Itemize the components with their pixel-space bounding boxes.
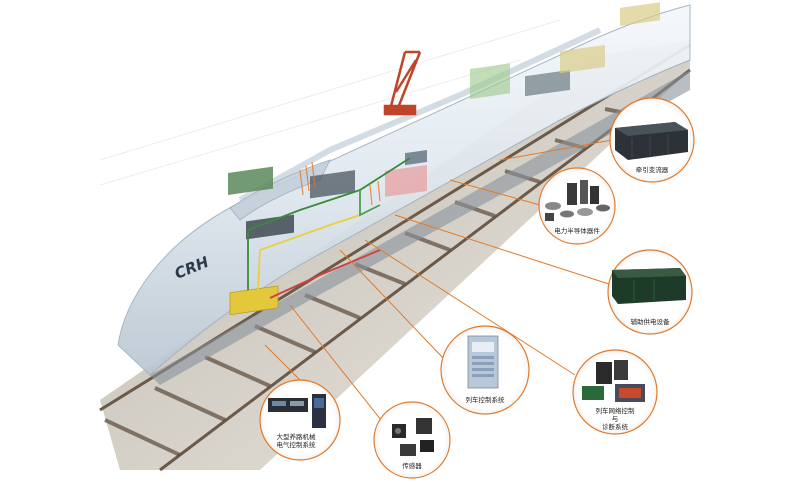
maintenance-machinery-image [268,394,326,428]
wiring [247,157,411,299]
label-maintenance-line-1: 大型养路机械 [276,433,316,441]
label-train-control: 列车控制系统 [465,396,505,404]
callout-line-network-control [364,239,576,376]
background-lines [99,19,561,186]
sensor-image [392,418,434,456]
label-network-control-line-1: 列车网络控制 [595,407,635,415]
pantograph [383,50,422,116]
train-underframe [150,70,690,385]
label-traction-converter: 牵引变流器 [635,166,669,174]
label-network-control-line-3: 诊断系统 [602,423,628,431]
internal-equipment [228,2,660,316]
power-semiconductor-image [545,180,610,221]
callout-line-traction-converter [499,139,613,161]
callout-line-sensor [289,304,386,426]
ballast-bed [100,40,690,470]
label-sensor: 传感器 [402,462,422,470]
label-maintenance-line-2: 电气控制系统 [276,441,316,449]
train-control-image [467,335,499,389]
callout-line-auxiliary-power [394,214,613,286]
network-control-image [582,360,645,402]
callout-line-power-semiconductor [449,179,541,206]
window-strips [299,161,381,206]
label-network-control: 列车网络控制 与 诊断系统 [596,407,635,431]
traction-converter-image [615,122,688,160]
auxiliary-power-image [612,268,686,304]
label-maintenance-machinery: 大型养路机械 电气控制系统 [277,433,316,449]
label-network-control-line-2: 与 [611,415,619,423]
train-roof-ridge [238,27,602,203]
callout-line-train-control [339,249,446,361]
label-auxiliary-power: 辅助供电设备 [630,318,670,326]
label-power-semiconductor: 电力半导体器件 [554,227,600,235]
